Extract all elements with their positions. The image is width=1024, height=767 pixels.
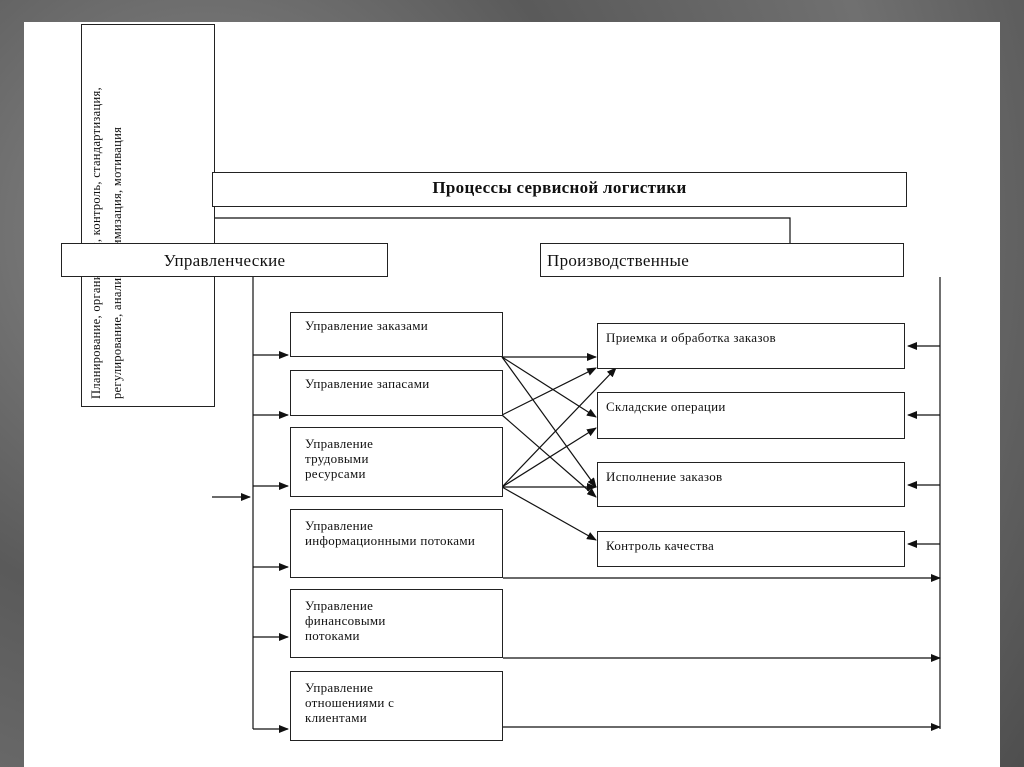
managerial-item: Управление заказами — [290, 312, 503, 357]
functions-text: Планирование, организация, контроль, ста… — [82, 25, 214, 405]
production-header: Производственные — [547, 251, 690, 270]
managerial-item: Управление финансовыми потоками — [290, 589, 503, 658]
title-branch-line — [175, 217, 791, 243]
cross-labor-intake — [501, 367, 617, 488]
managerial-item: Управление отношениями с клиентами — [290, 671, 503, 741]
managerial-header: Управленческие — [163, 251, 286, 270]
cross-labor-warehouse — [501, 427, 597, 488]
production-item: Исполнение заказов — [597, 462, 905, 507]
diagram-title-box: Процессы сервисной логистики — [212, 172, 907, 207]
functions-box: Планирование, организация, контроль, ста… — [81, 24, 215, 407]
diagram-title: Процессы сервисной логистики — [432, 178, 687, 197]
cross-orders-fulfillment — [501, 356, 597, 488]
managerial-header-box: Управленческие — [61, 243, 388, 277]
managerial-item: Управление информационными потоками — [290, 509, 503, 578]
managerial-item: Управление трудовыми ресурсами — [290, 427, 503, 497]
production-header-box: Производственные — [540, 243, 904, 277]
cross-stocks-intake — [501, 367, 597, 416]
cross-labor-quality — [501, 486, 597, 541]
production-item: Контроль качества — [597, 531, 905, 567]
cross-stocks-fulfillment — [501, 414, 597, 498]
cross-orders-warehouse — [501, 356, 597, 418]
production-item: Приемка и обработка заказов — [597, 323, 905, 369]
production-item: Складские операции — [597, 392, 905, 439]
managerial-item: Управление запасами — [290, 370, 503, 416]
